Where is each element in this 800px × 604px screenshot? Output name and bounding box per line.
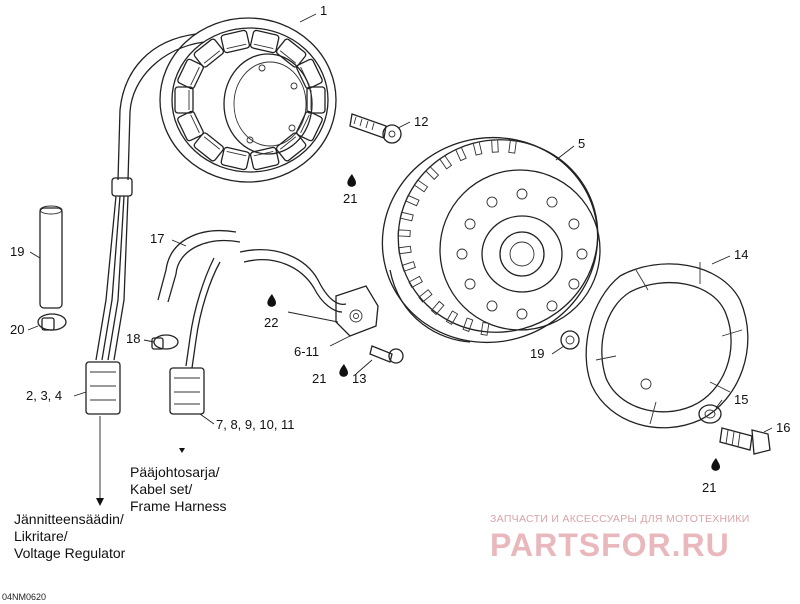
rotor-rim-slot <box>399 211 414 222</box>
rotor-rim-slot <box>413 179 429 193</box>
sleeve-tube-19 <box>39 205 63 309</box>
leader-lines <box>27 13 773 506</box>
rotor-bolt-hole <box>486 196 498 208</box>
stator <box>159 17 337 183</box>
washer-15 <box>698 404 722 424</box>
callout-13: 13 <box>352 371 366 386</box>
stator-pole <box>220 146 251 171</box>
rotor-rim-slot <box>508 139 517 154</box>
rotor-rim-slot <box>472 141 483 156</box>
rotor-bolt-hole <box>568 278 580 290</box>
stator-pole <box>275 38 307 68</box>
rotor-rim-slot <box>439 154 453 170</box>
rotor-bolt-hole <box>486 300 498 312</box>
stator-pole <box>220 29 251 54</box>
screw-12 <box>349 113 402 144</box>
stator-pole <box>249 146 280 171</box>
stator-pole <box>296 110 323 142</box>
callout-7-8-9-10-11: 7, 8, 9, 10, 11 <box>216 417 295 432</box>
callout-15: 15 <box>734 392 748 407</box>
callout-19-right: 19 <box>530 346 544 361</box>
watermark-logo: PARTSFOR.RU <box>490 527 730 563</box>
caption-regulator-fi: Jännitteensäädin/ <box>14 511 124 527</box>
rotor-rim-slot <box>480 321 490 336</box>
caption-frame-harness-fi: Pääjohtosarja/ <box>130 464 220 480</box>
callout-14: 14 <box>734 247 748 262</box>
stator-pole <box>306 86 326 114</box>
caption-regulator-en: Voltage Regulator <box>14 545 126 561</box>
caption-frame-harness-en: Frame Harness <box>130 498 226 514</box>
stator-pole <box>249 29 280 54</box>
callout-21: 21 <box>312 371 326 386</box>
rotor-bolt-hole <box>568 218 580 230</box>
clamp-20 <box>37 313 67 331</box>
drawing-code: 04NM0620 <box>2 592 46 602</box>
rotor-bolt-hole <box>516 188 528 200</box>
oil-drop-icon <box>339 364 348 377</box>
stator-pole <box>174 86 194 114</box>
callout-16: 16 <box>776 420 790 435</box>
rotor-rim-slot <box>491 139 499 153</box>
rotor-bolt-hole <box>464 278 476 290</box>
callout-21: 21 <box>343 191 357 206</box>
oil-drop-icon <box>347 174 356 187</box>
stator-pole <box>296 58 323 90</box>
callout-2-3-4: 2, 3, 4 <box>26 388 62 403</box>
callout-21: 21 <box>702 480 716 495</box>
stator-pole <box>193 38 225 68</box>
stator-wire-harness <box>85 33 205 415</box>
stator-pole <box>193 132 225 162</box>
rotor-rim-slot <box>397 229 411 237</box>
rotor-rim-slot <box>418 289 433 303</box>
rotor-bolt-hole <box>456 248 468 260</box>
screw-13 <box>369 345 404 364</box>
callout-12: 12 <box>414 114 428 129</box>
bolt-16 <box>719 427 771 455</box>
callout-5: 5 <box>578 136 585 151</box>
stator-pole <box>177 58 204 90</box>
callout-17: 17 <box>150 231 164 246</box>
flywheel-rotor <box>381 136 601 344</box>
stator-pole <box>275 132 307 162</box>
rotor-rim-slot <box>425 165 440 180</box>
rotor-rim-slot <box>445 310 459 325</box>
callout-22: 22 <box>264 315 278 330</box>
stator-pole <box>177 110 204 142</box>
oil-drop-icon <box>267 294 276 307</box>
callout-20: 20 <box>10 322 24 337</box>
rotor-rim-slot <box>408 275 423 289</box>
rotor-rim-slot <box>405 194 420 207</box>
oil-drop-icon <box>711 458 720 471</box>
rotor-bolt-hole <box>546 300 558 312</box>
caption-frame-harness-sv: Kabel set/ <box>130 481 192 497</box>
rotor-rim-slot <box>455 146 467 162</box>
callout-19-left: 19 <box>10 244 24 259</box>
clamp-18 <box>151 334 179 350</box>
pickup-sensor-6-11 <box>335 285 379 337</box>
rotor-rim-slot <box>397 245 412 255</box>
rotor-bolt-hole <box>576 248 588 260</box>
rotor-bolt-hole <box>464 218 476 230</box>
rotor-rim-slot <box>430 300 445 316</box>
callout-6-11: 6-11 <box>294 344 319 359</box>
rotor-cover-14 <box>585 262 749 429</box>
caption-regulator-sv: Likritare/ <box>14 528 68 544</box>
sensor-wire-17 <box>157 230 347 415</box>
rotor-bolt-hole <box>546 196 558 208</box>
rotor-rim-slot <box>401 261 416 272</box>
washer-19-right <box>560 330 580 350</box>
rotor-bolt-hole <box>516 308 528 320</box>
callout-18: 18 <box>126 331 140 346</box>
watermark-tagline: ЗАПЧАСТИ И АКСЕССУАРЫ ДЛЯ МОТОТЕХНИКИ <box>490 513 750 525</box>
callout-1: 1 <box>320 3 327 18</box>
rotor-rim-slot <box>462 317 474 332</box>
